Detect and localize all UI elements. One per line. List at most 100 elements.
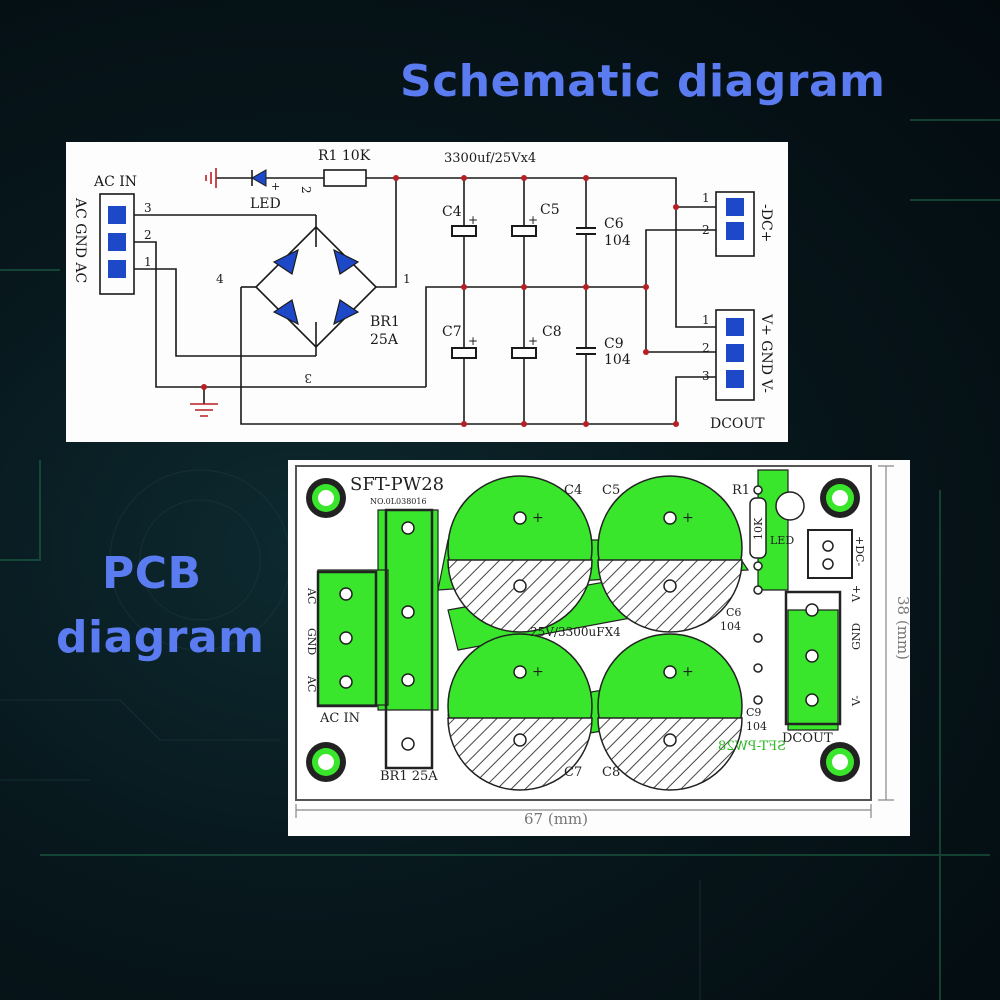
pcb-c7-label: C7 — [564, 765, 582, 780]
pcb-r1-value: 10K — [752, 517, 765, 540]
c8-plus: + — [528, 334, 538, 348]
cap-c8 — [511, 347, 537, 359]
cap-rating-label: 3300uf/25Vx4 — [444, 151, 536, 166]
led-label: LED — [250, 196, 281, 212]
capacitors — [451, 225, 596, 359]
c9-label: C9 — [604, 336, 624, 352]
cap-c5 — [511, 225, 537, 237]
node1-label: 1 — [403, 272, 411, 286]
ac-pin1-label: 1 — [144, 255, 152, 269]
dcout-terminal-3 — [726, 370, 744, 388]
pcb-c5-label: C5 — [602, 483, 620, 498]
c5-label: C5 — [540, 202, 560, 218]
led-plus: + — [271, 180, 280, 193]
c4-plus: + — [468, 213, 478, 227]
r1-footprint — [749, 497, 767, 559]
pcb-title-line2: diagram — [56, 612, 265, 663]
pcb-vminus-label: V- — [850, 695, 863, 707]
pcb-c4-plus: + — [532, 510, 544, 526]
schematic-drawing: AC IN AC GND AC 3 2 1 4 1 3 2 LED + R1 1… — [72, 148, 774, 432]
pcb-panel: SFT-PW28 NO.0L038016 C4 C5 C7 C8 R1 10K … — [288, 460, 912, 836]
pcb-height-dim: 38 (mm) — [894, 596, 910, 660]
ac-terminal-2 — [108, 233, 126, 251]
dc-pin2-label: 2 — [702, 223, 710, 237]
dcout-label: DCOUT — [710, 416, 765, 432]
pcb-ac-in-label: AC IN — [319, 711, 360, 726]
diode-3 — [272, 299, 299, 326]
ac-terminal-1 — [108, 260, 126, 278]
pcb-gnd2-label: GND — [850, 623, 863, 650]
cap-c9 — [576, 347, 596, 355]
dcout-terminal-1 — [726, 318, 744, 336]
ac-in-block — [316, 570, 378, 708]
c6-value: 104 — [604, 233, 631, 249]
diode-1 — [272, 248, 299, 275]
pcb-gnd-label: GND — [305, 628, 318, 655]
ac-in-connector — [99, 193, 135, 295]
diode-2 — [333, 248, 360, 275]
pcb-c7-plus: + — [532, 664, 544, 680]
c7-label: C7 — [442, 324, 462, 340]
pcb-c5-plus: + — [682, 510, 694, 526]
pcb-vplus-label: V+ — [850, 585, 863, 603]
dc-terminal-2 — [726, 222, 744, 240]
dcout-pin1-label: 1 — [702, 313, 710, 327]
junction-dots — [201, 175, 679, 427]
pcb-width-dim: 67 (mm) — [524, 810, 588, 828]
schematic-panel: AC IN AC GND AC 3 2 1 4 1 3 2 LED + R1 1… — [66, 142, 788, 442]
ac-side-label: AC GND AC — [72, 197, 88, 283]
dcout-pin3-label: 3 — [702, 369, 710, 383]
cap-footprints — [447, 475, 743, 791]
pcb-cap-rating: 25V/3300uFX4 — [530, 625, 621, 639]
pcb-title-line1: PCB — [102, 548, 202, 599]
dc-label: -DC+ — [758, 204, 774, 242]
pcb-drawing: SFT-PW28 NO.0L038016 C4 C5 C7 C8 R1 10K … — [295, 465, 912, 828]
pcb-mirror-name: SFT-PW28 — [718, 739, 786, 754]
dc-block — [807, 529, 853, 579]
ac-pin2-label: 2 — [144, 228, 152, 242]
pcb-c9-label: C9 — [746, 706, 761, 719]
pcb-ac-label: AC — [305, 587, 318, 604]
pcb-c8-label: C8 — [602, 765, 620, 780]
ac-in-label: AC IN — [93, 174, 137, 190]
pcb-ac-label-2: AC — [305, 675, 318, 692]
ac-terminal-3 — [108, 206, 126, 224]
cap-c7 — [451, 347, 477, 359]
node3-label: 3 — [304, 371, 312, 385]
c5-plus: + — [528, 213, 538, 227]
schematic-title: Schematic diagram — [400, 56, 886, 107]
dcout-terminal-2 — [726, 344, 744, 362]
ac-in-terminals — [108, 206, 126, 278]
cap-c6 — [576, 227, 596, 235]
bridge-rectifier-outline — [384, 508, 434, 770]
r1-label: R1 10K — [318, 148, 371, 164]
led-symbol — [250, 169, 267, 187]
pcb-c6-label: C6 — [726, 606, 741, 619]
node4-label: 4 — [216, 272, 224, 286]
chassis-ground-icon — [205, 168, 217, 188]
dcout-side-label: V+ GND V- — [758, 313, 774, 393]
dc-pin1-label: 1 — [702, 191, 710, 205]
c4-label: C4 — [442, 204, 462, 220]
pcb-c4-label: C4 — [564, 483, 582, 498]
pcb-c8-plus: + — [682, 664, 694, 680]
pcb-c9-value: 104 — [746, 720, 767, 733]
pcb-c6-value: 104 — [720, 620, 741, 633]
c7-plus: + — [468, 334, 478, 348]
c6-label: C6 — [604, 216, 624, 232]
c9-value: 104 — [604, 352, 631, 368]
br1-value: 25A — [370, 332, 399, 348]
ac-pin3-label: 3 — [144, 201, 152, 215]
led-footprint — [775, 491, 805, 521]
dcout-pin2-label: 2 — [702, 341, 710, 355]
dcout-block — [784, 590, 842, 726]
mounting-holes — [306, 478, 860, 782]
diode-4 — [333, 299, 360, 326]
pcb-dc-label: +DC- — [853, 536, 866, 566]
bridge-outline — [254, 225, 378, 349]
pcb-led-label: LED — [770, 534, 794, 547]
c8-label: C8 — [542, 324, 562, 340]
pcb-r1-label: R1 — [732, 483, 750, 498]
dimension-lines — [295, 465, 894, 818]
